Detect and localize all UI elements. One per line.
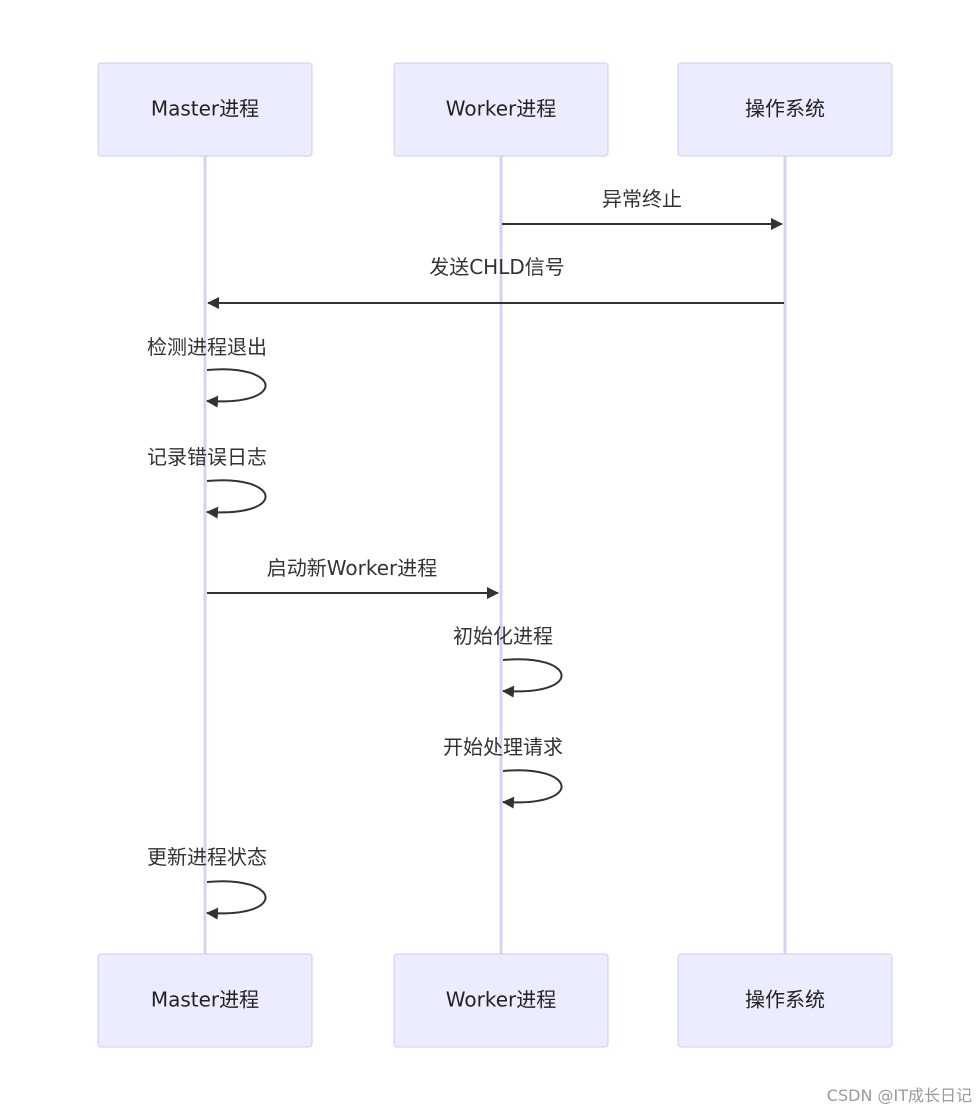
message-label: 检测进程退出 bbox=[147, 335, 267, 359]
message-log-error: 记录错误日志 bbox=[147, 445, 267, 519]
message-init-process: 初始化进程 bbox=[453, 624, 563, 698]
watermark: CSDN @IT成长日记 bbox=[826, 1086, 972, 1105]
actor-master-bottom-label: Master进程 bbox=[151, 988, 259, 1012]
actor-os-top: 操作系统 bbox=[677, 62, 893, 157]
actor-worker-top: Worker进程 bbox=[393, 62, 609, 157]
message-label: 开始处理请求 bbox=[443, 735, 563, 759]
actor-master-top-label: Master进程 bbox=[151, 97, 259, 121]
message-label: 记录错误日志 bbox=[147, 445, 267, 469]
message-start-handling-requests: 开始处理请求 bbox=[443, 735, 563, 809]
actor-worker-top-label: Worker进程 bbox=[446, 97, 556, 121]
message-label: 发送CHLD信号 bbox=[429, 255, 565, 279]
actor-os-bottom-label: 操作系统 bbox=[745, 988, 825, 1012]
actor-master-top: Master进程 bbox=[97, 62, 313, 157]
actor-worker-bottom-label: Worker进程 bbox=[446, 988, 556, 1012]
message-label: 启动新Worker进程 bbox=[267, 556, 437, 580]
message-update-process-status: 更新进程状态 bbox=[147, 845, 267, 920]
message-label: 更新进程状态 bbox=[147, 845, 267, 869]
message-label: 异常终止 bbox=[602, 187, 682, 211]
message-detect-process-exit: 检测进程退出 bbox=[147, 335, 267, 408]
message-label: 初始化进程 bbox=[453, 624, 553, 648]
actor-os-top-label: 操作系统 bbox=[745, 97, 825, 121]
message-start-new-worker: 启动新Worker进程 bbox=[207, 556, 499, 599]
actor-master-bottom: Master进程 bbox=[97, 953, 313, 1048]
message-send-chld-signal: 发送CHLD信号 bbox=[207, 255, 784, 309]
actor-os-bottom: 操作系统 bbox=[677, 953, 893, 1048]
message-abnormal-termination: 异常终止 bbox=[502, 187, 783, 230]
actor-worker-bottom: Worker进程 bbox=[393, 953, 609, 1048]
